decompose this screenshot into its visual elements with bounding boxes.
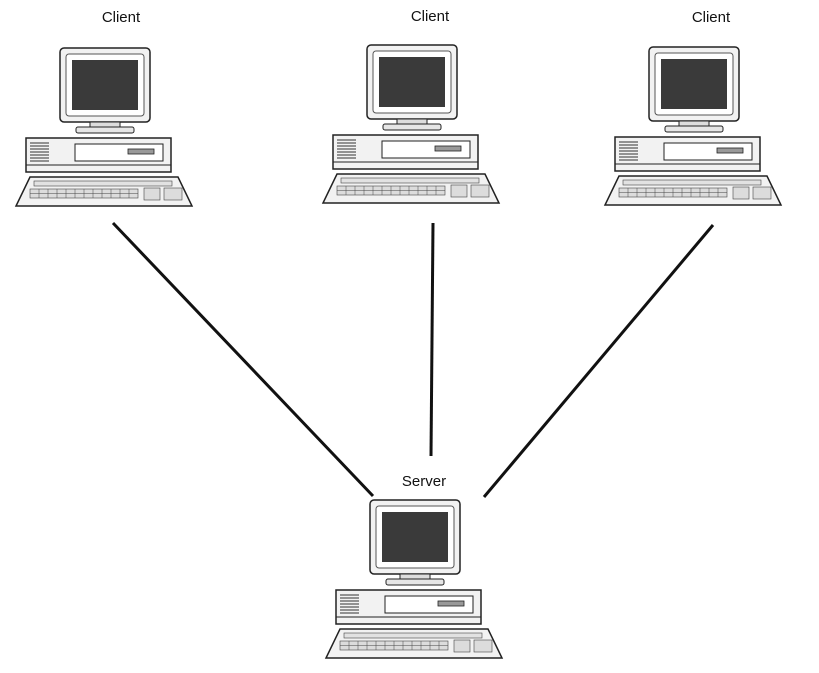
- client-label-1: Client: [101, 9, 141, 26]
- client-label-3: Client: [691, 9, 731, 26]
- client-2-computer-icon: [322, 44, 500, 204]
- client-3-computer-icon: [604, 46, 782, 206]
- server-computer-icon: [325, 499, 503, 659]
- client-label-2: Client: [410, 8, 450, 25]
- server-label: Server: [401, 473, 447, 490]
- connection-line-client-3-to-server: [482, 224, 715, 498]
- connection-line-client-2-to-server: [429, 222, 435, 457]
- client-1-computer-icon: [15, 47, 193, 207]
- connection-line-client-1-to-server: [111, 221, 375, 498]
